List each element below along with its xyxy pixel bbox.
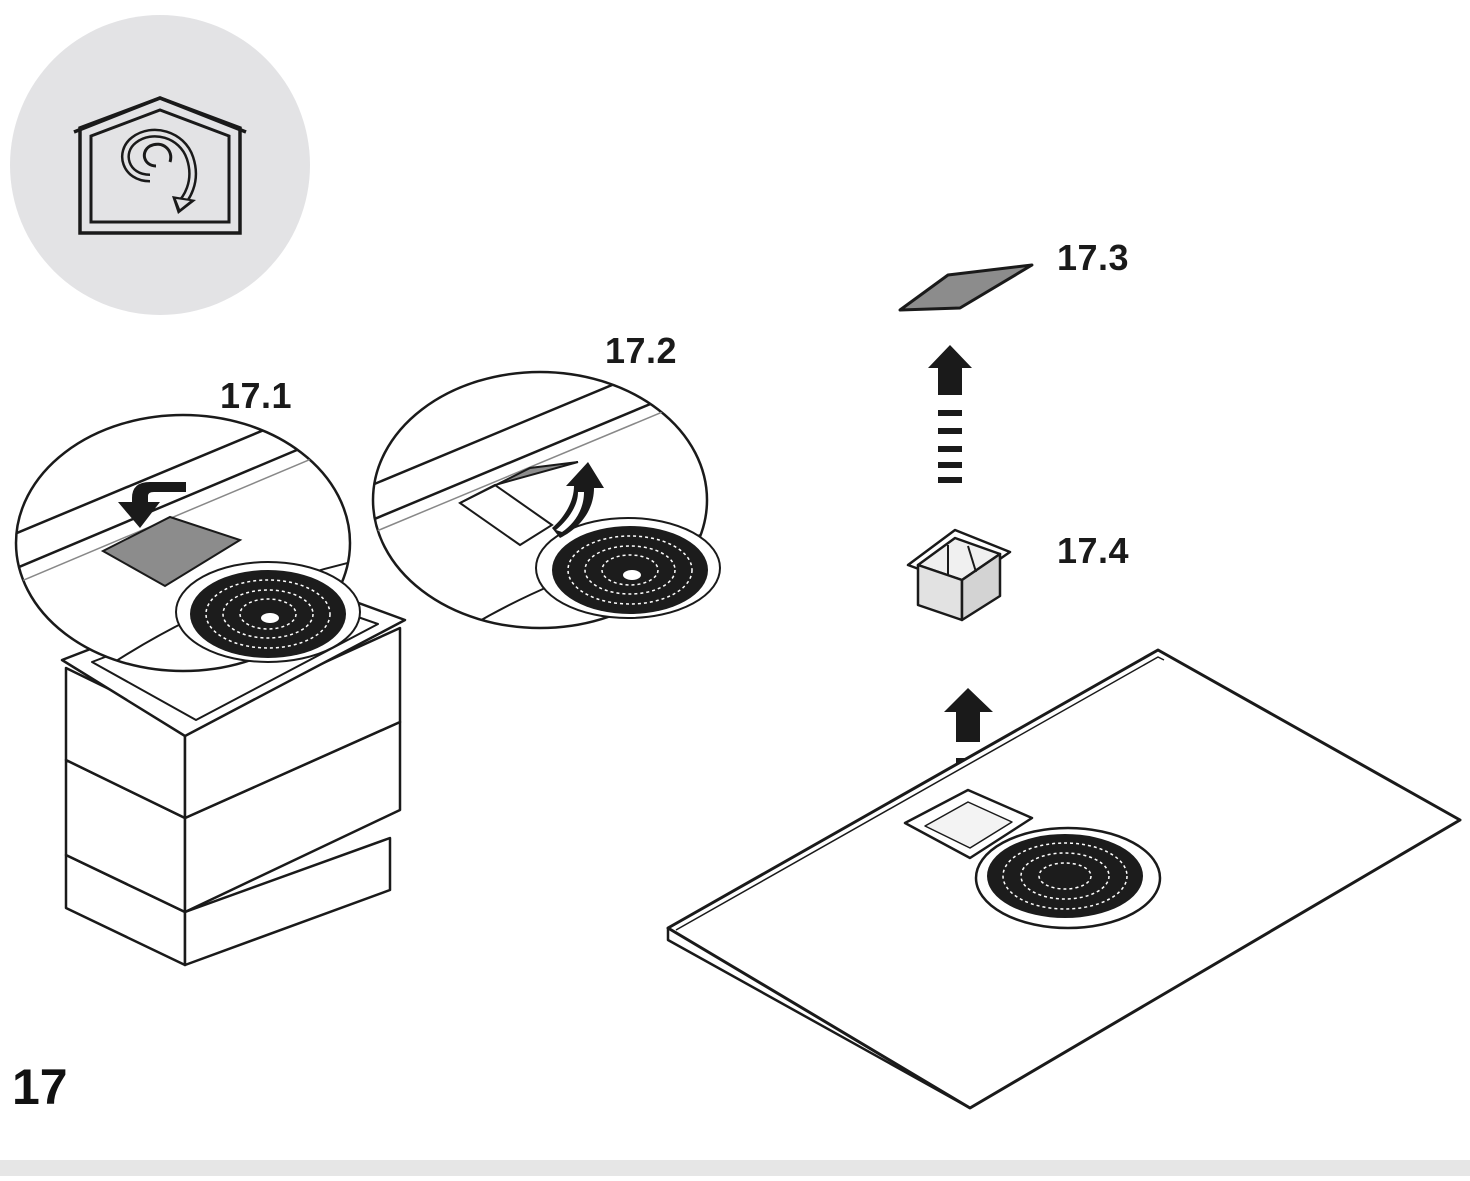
recirculation-house-icon	[10, 15, 310, 315]
fan-grille-17-2	[535, 517, 721, 619]
detail-17-2	[371, 370, 721, 630]
step-label-17-4: 17.4	[1057, 530, 1130, 571]
figure-number: 17	[12, 1059, 68, 1115]
page-bottom-bar	[0, 1160, 1470, 1176]
fan-grille-17-1	[175, 561, 361, 663]
step-label-17-1: 17.1	[220, 375, 293, 416]
detail-17-1	[14, 413, 361, 673]
filter-cartridge-17-4	[906, 528, 1012, 622]
step-label-17-3: 17.3	[1057, 237, 1130, 278]
lift-arrow-upper	[928, 345, 972, 483]
cover-plate-17-3	[898, 263, 1034, 312]
cooktop-surface	[666, 648, 1462, 1110]
step-label-17-2: 17.2	[605, 330, 678, 371]
